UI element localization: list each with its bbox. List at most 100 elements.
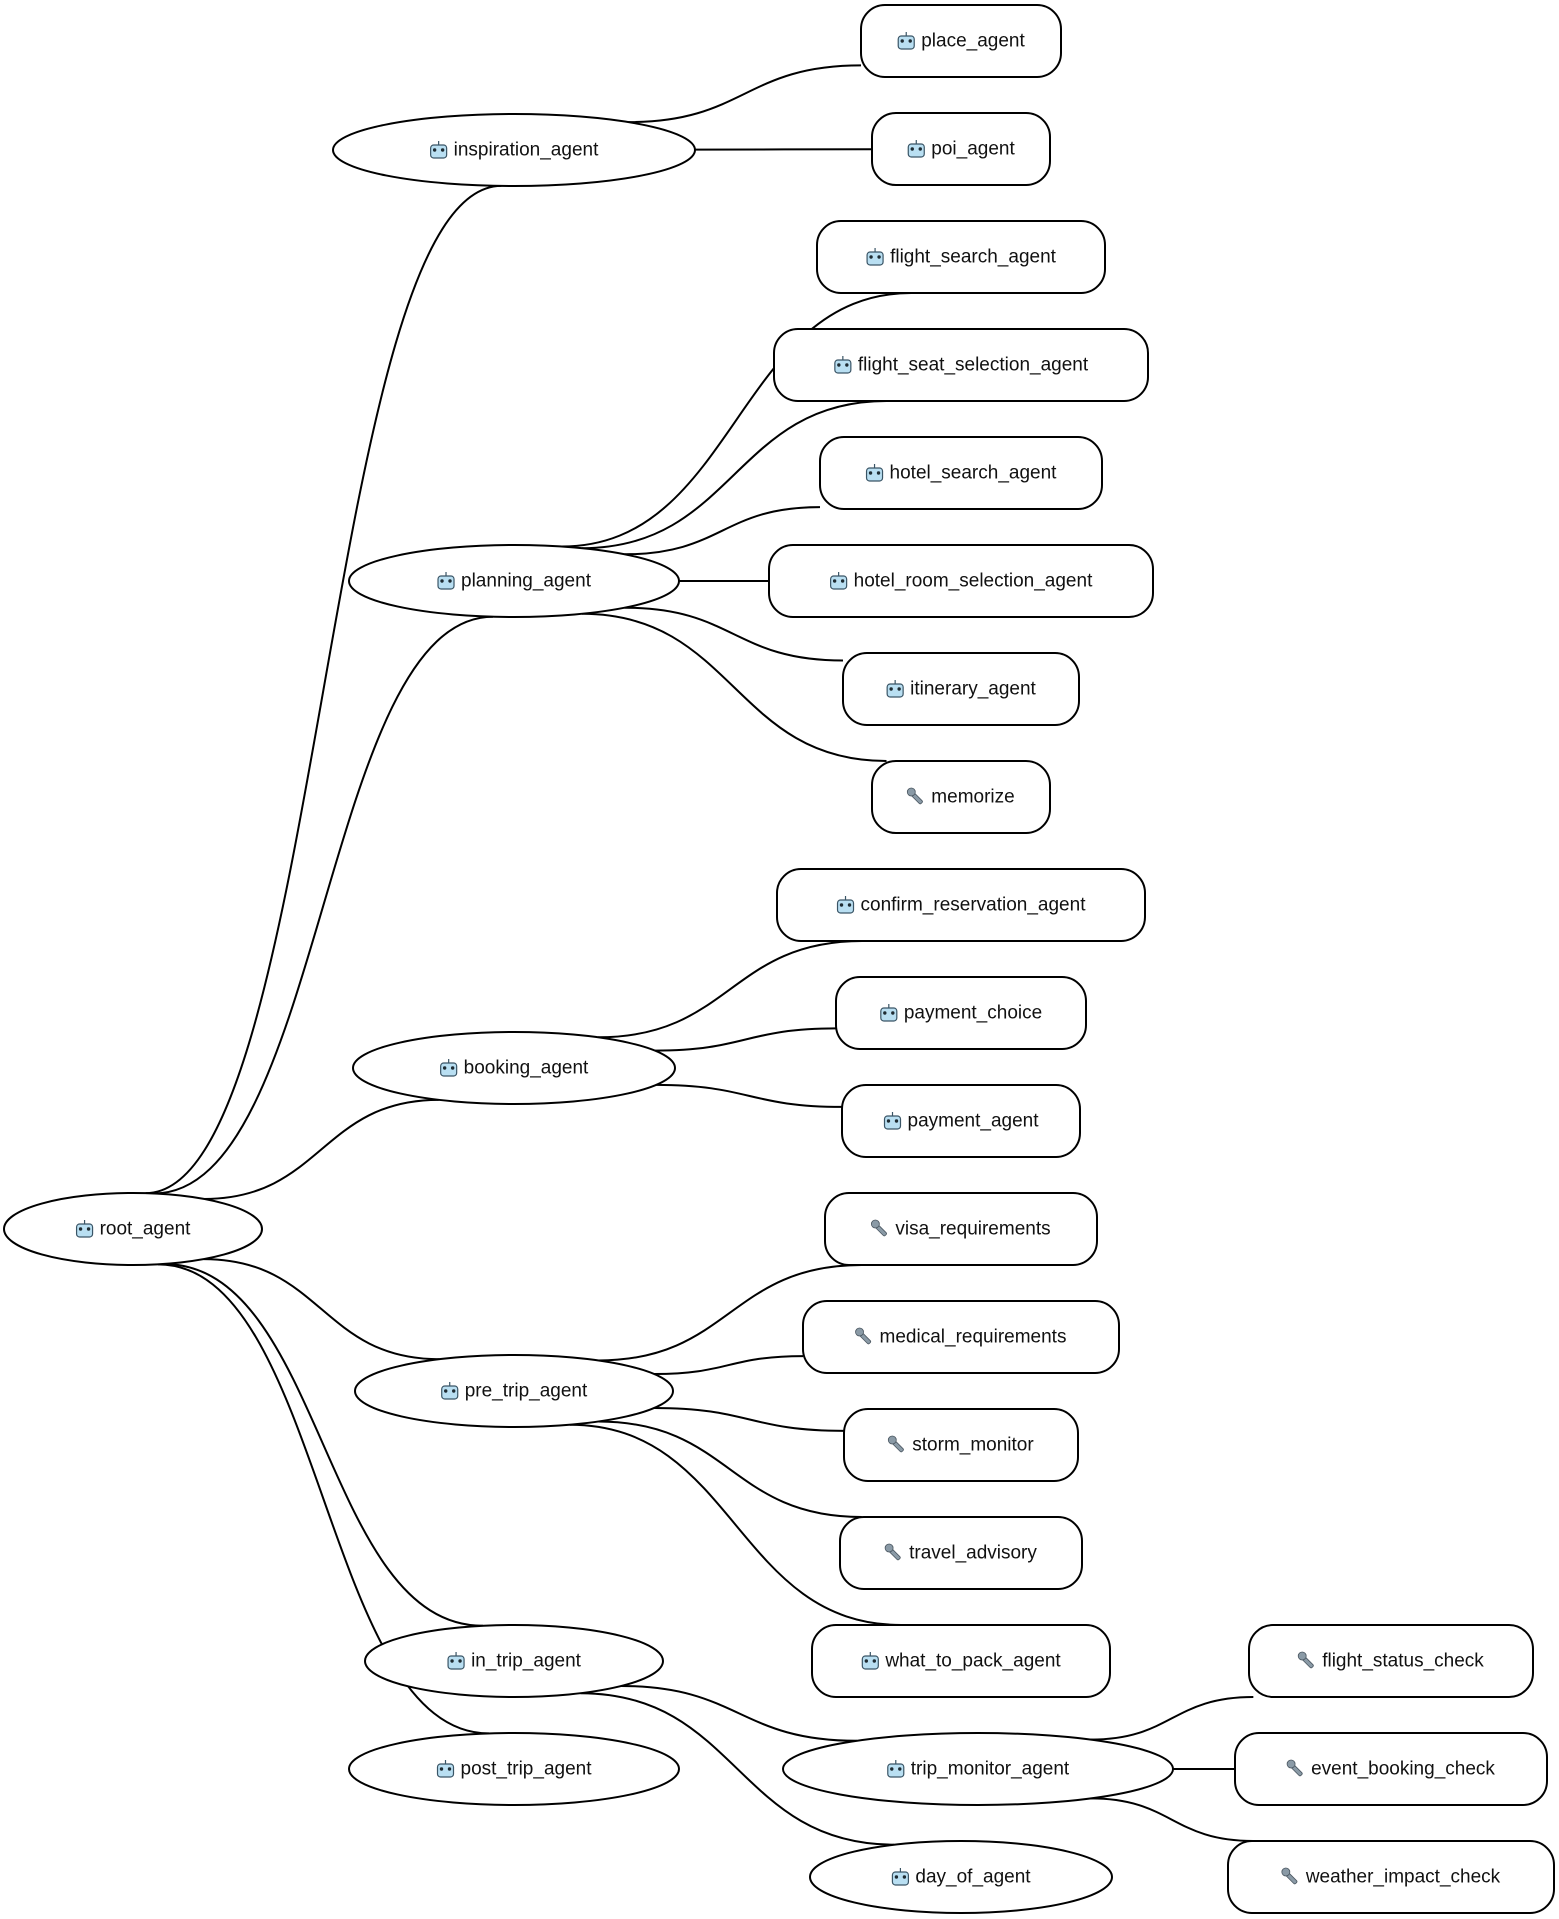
wrench-icon	[870, 1219, 887, 1237]
node-label: trip_monitor_agent	[911, 1759, 1070, 1780]
node-medical_requirements[interactable]: medical_requirements	[802, 1300, 1120, 1374]
node-payment_agent[interactable]: payment_agent	[841, 1084, 1081, 1158]
node-travel_advisory[interactable]: travel_advisory	[839, 1516, 1083, 1590]
edge-booking_agent-to-payment_agent	[656, 1083, 843, 1108]
node-label: travel_advisory	[909, 1543, 1037, 1564]
node-itinerary_agent[interactable]: itinerary_agent	[842, 652, 1080, 726]
node-poi_agent[interactable]: poi_agent	[871, 112, 1051, 186]
wrench-icon	[855, 1327, 872, 1345]
agent-node-shape	[354, 1354, 674, 1428]
wrench-icon	[1297, 1651, 1314, 1669]
edge-booking_agent-to-confirm_reservation_agent	[598, 940, 863, 1039]
tool-node-shape	[824, 1192, 1098, 1266]
node-label: flight_status_check	[1322, 1651, 1484, 1672]
robot-icon	[865, 464, 884, 482]
wrench-icon	[1281, 1867, 1298, 1885]
node-flight_seat_selection_agent[interactable]: flight_seat_selection_agent	[773, 328, 1149, 402]
edge-root_agent-to-in_trip_agent	[163, 1262, 483, 1627]
node-day_of_agent[interactable]: day_of_agent	[809, 1840, 1113, 1914]
tool-node-shape	[843, 1408, 1079, 1482]
node-pre_trip_agent[interactable]: pre_trip_agent	[354, 1354, 674, 1428]
node-flight_status_check[interactable]: flight_status_check	[1248, 1624, 1534, 1698]
node-label: confirm_reservation_agent	[861, 895, 1087, 916]
node-label: planning_agent	[461, 571, 592, 592]
node-event_booking_check[interactable]: event_booking_check	[1234, 1732, 1548, 1806]
node-label: storm_monitor	[912, 1435, 1034, 1456]
robot-icon	[880, 1004, 898, 1022]
edge-booking_agent-to-payment_choice	[655, 1027, 837, 1052]
node-confirm_reservation_agent[interactable]: confirm_reservation_agent	[776, 868, 1146, 942]
node-flight_search_agent[interactable]: flight_search_agent	[816, 220, 1106, 294]
agent-node-shape	[841, 1084, 1081, 1158]
edge-in_trip_agent-to-trip_monitor_agent	[621, 1684, 857, 1742]
node-payment_choice[interactable]: payment_choice	[835, 976, 1087, 1050]
node-trip_monitor_agent[interactable]: trip_monitor_agent	[782, 1732, 1174, 1806]
agent-node-shape	[768, 544, 1154, 618]
node-label: visa_requirements	[895, 1219, 1050, 1240]
edge-planning_agent-to-flight_seat_selection_agent	[581, 400, 887, 550]
node-memorize[interactable]: memorize	[871, 760, 1051, 834]
node-visa_requirements[interactable]: visa_requirements	[824, 1192, 1098, 1266]
node-storm_monitor[interactable]: storm_monitor	[843, 1408, 1079, 1482]
agent-node-shape	[811, 1624, 1111, 1698]
nodes-layer: root_agent inspiration_agent planning_agen…	[3, 4, 1555, 1914]
robot-icon	[830, 572, 848, 590]
tool-node-shape	[1234, 1732, 1548, 1806]
node-what_to_pack_agent[interactable]: what_to_pack_agent	[811, 1624, 1111, 1698]
node-place_agent[interactable]: place_agent	[860, 4, 1062, 78]
agent-node-shape	[871, 112, 1051, 186]
node-inspiration_agent[interactable]: inspiration_agent	[332, 113, 696, 187]
node-label: what_to_pack_agent	[884, 1651, 1061, 1672]
node-hotel_room_selection_agent[interactable]: hotel_room_selection_agent	[768, 544, 1154, 618]
robot-icon	[866, 248, 884, 266]
edge-pre_trip_agent-to-visa_requirements	[598, 1264, 862, 1362]
node-in_trip_agent[interactable]: in_trip_agent	[364, 1624, 664, 1698]
agent-node-shape	[352, 1031, 676, 1105]
tool-node-shape	[802, 1300, 1120, 1374]
node-label: pre_trip_agent	[465, 1381, 588, 1402]
edge-planning_agent-to-hotel_search_agent	[624, 506, 821, 556]
node-booking_agent[interactable]: booking_agent	[352, 1031, 676, 1105]
edge-pre_trip_agent-to-travel_advisory	[598, 1420, 862, 1518]
node-weather_impact_check[interactable]: weather_impact_check	[1227, 1840, 1555, 1914]
edge-pre_trip_agent-to-what_to_pack_agent	[569, 1423, 902, 1626]
agent-node-shape	[819, 436, 1103, 510]
edge-inspiration_agent-to-place_agent	[628, 64, 862, 124]
node-planning_agent[interactable]: planning_agent	[348, 544, 680, 618]
wrench-icon	[1286, 1759, 1303, 1777]
agent-node-shape	[835, 976, 1087, 1050]
edge-planning_agent-to-flight_search_agent	[561, 292, 912, 548]
edge-pre_trip_agent-to-medical_requirements	[654, 1355, 804, 1376]
robot-icon	[75, 1220, 94, 1238]
node-label: post_trip_agent	[461, 1759, 593, 1780]
node-label: poi_agent	[931, 139, 1015, 160]
robot-icon	[436, 1760, 455, 1778]
edge-root_agent-to-pre_trip_agent	[203, 1258, 440, 1361]
edge-root_agent-to-planning_agent	[153, 615, 494, 1195]
robot-icon	[441, 1382, 459, 1400]
edge-pre_trip_agent-to-storm_monitor	[654, 1406, 845, 1432]
edge-trip_monitor_agent-to-flight_status_check	[1090, 1696, 1254, 1741]
robot-icon	[886, 680, 904, 698]
edge-in_trip_agent-to-day_of_agent	[580, 1692, 895, 1846]
tool-node-shape	[839, 1516, 1083, 1590]
node-label: flight_seat_selection_agent	[858, 355, 1089, 376]
node-post_trip_agent[interactable]: post_trip_agent	[348, 1732, 680, 1806]
node-label: root_agent	[100, 1219, 192, 1240]
robot-icon	[430, 141, 448, 159]
edge-root_agent-to-post_trip_agent	[157, 1263, 489, 1735]
node-hotel_search_agent[interactable]: hotel_search_agent	[819, 436, 1103, 510]
node-root_agent[interactable]: root_agent	[3, 1192, 263, 1266]
robot-icon	[861, 1652, 879, 1670]
robot-icon	[440, 1059, 458, 1077]
robot-icon	[897, 32, 915, 50]
agent-node-shape	[332, 113, 696, 187]
edge-planning_agent-to-itinerary_agent	[624, 606, 844, 662]
node-label: day_of_agent	[915, 1867, 1031, 1888]
agent-node-shape	[776, 868, 1146, 942]
robot-icon	[891, 1868, 910, 1886]
wrench-icon	[906, 787, 923, 805]
agent-node-shape	[860, 4, 1062, 78]
robot-icon	[437, 572, 455, 590]
